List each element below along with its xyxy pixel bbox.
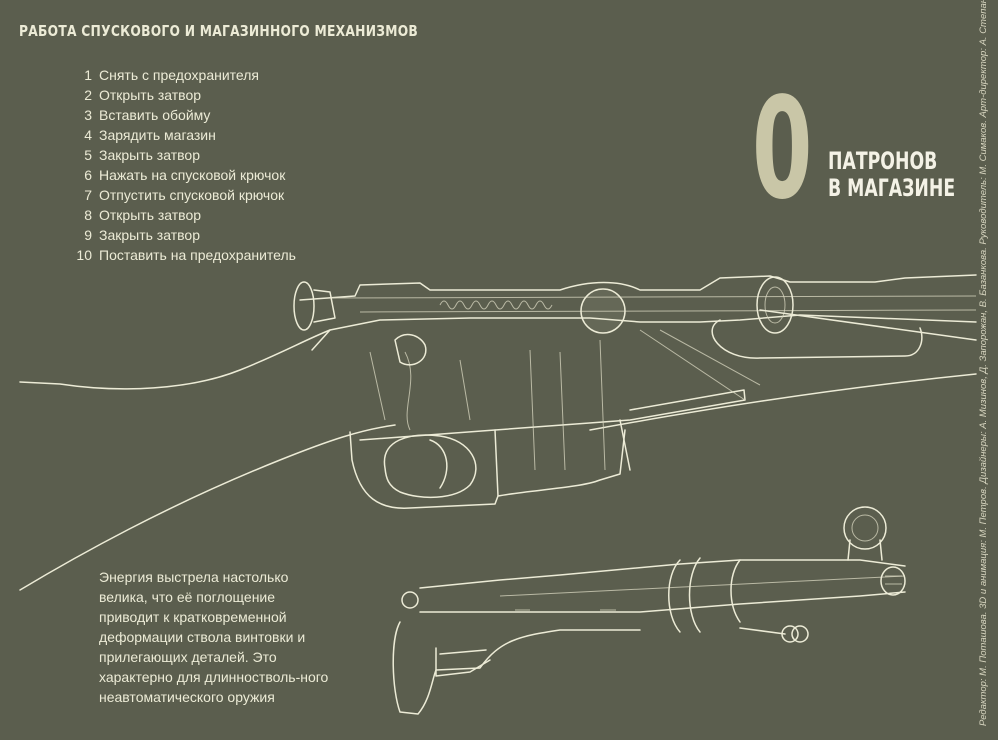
step-label: Открыть затвор: [99, 207, 202, 223]
step-label: Вставить обойму: [99, 107, 211, 123]
cartridge-counter: 0: [752, 68, 813, 231]
step-label: Открыть затвор: [99, 87, 202, 103]
page-title: РАБОТА СПУСКОВОГО И МАГАЗИННОГО МЕХАНИЗМ…: [19, 22, 419, 40]
step-label: Снять с предохранителя: [99, 67, 260, 83]
caption-text: Энергия выстрела настолько велика, что е…: [99, 569, 329, 705]
step-label: Поставить на предохранитель: [99, 247, 296, 263]
credits: Редактор: М. Поташова. 3D и анимация: М.…: [978, 0, 989, 726]
cartridge-counter-label: ПАТРОНОВ В МАГАЗИНЕ: [828, 147, 956, 202]
rifle-deformation-illustration[interactable]: [392, 506, 906, 715]
rifle-mechanism-detail[interactable]: [19, 274, 977, 591]
step-label: Зарядить магазин: [99, 127, 216, 143]
step-label: Отпустить спусковой крючок: [99, 187, 285, 203]
step-label: Закрыть затвор: [99, 147, 200, 163]
step-label: Закрыть затвор: [99, 227, 200, 243]
step-label: Нажать на спусковой крючок: [99, 167, 286, 183]
